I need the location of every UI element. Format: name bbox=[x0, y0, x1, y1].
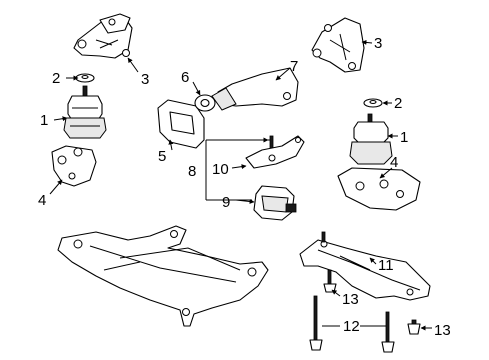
washer-left bbox=[75, 73, 95, 83]
insulator-assembly bbox=[211, 67, 299, 111]
callout-13-right: 13 bbox=[434, 322, 451, 339]
bracket-left-lower bbox=[51, 145, 97, 187]
bolt-12-right bbox=[381, 311, 395, 353]
trans-mount-bracket bbox=[157, 99, 205, 149]
engine-mount-left bbox=[63, 85, 107, 139]
callout-1-left: 1 bbox=[40, 112, 48, 129]
callout-2-left: 2 bbox=[52, 70, 60, 87]
callout-12: 12 bbox=[343, 318, 360, 335]
callouts: 2 3 1 4 6 7 5 3 2 1 4 8 10 9 11 13 12 13 bbox=[38, 35, 451, 339]
callout-4-right: 4 bbox=[390, 154, 398, 171]
callout-11: 11 bbox=[378, 257, 394, 274]
callout-9: 9 bbox=[222, 194, 230, 211]
trans-mount bbox=[253, 185, 297, 221]
callout-3-right: 3 bbox=[374, 35, 382, 52]
crossmember bbox=[299, 231, 431, 301]
callout-10: 10 bbox=[212, 161, 229, 178]
bolt-13-left bbox=[323, 269, 337, 293]
callout-4-left: 4 bbox=[38, 192, 46, 209]
bolt-12-left bbox=[309, 295, 323, 351]
callout-6: 6 bbox=[181, 69, 189, 86]
subframe bbox=[57, 225, 269, 327]
small-bracket bbox=[245, 135, 305, 169]
callout-5: 5 bbox=[158, 148, 166, 165]
bracket-right-lower bbox=[337, 167, 421, 211]
bushing bbox=[194, 94, 216, 112]
bolt-13-right bbox=[407, 319, 421, 335]
washer-right bbox=[363, 98, 383, 108]
callout-8: 8 bbox=[188, 163, 196, 180]
bracket-left-upper bbox=[73, 13, 133, 59]
callout-13-left: 13 bbox=[342, 291, 359, 308]
callout-1-right: 1 bbox=[400, 129, 408, 146]
callout-3-left: 3 bbox=[141, 71, 149, 88]
bracket-right-upper bbox=[311, 17, 365, 73]
leader-lines bbox=[49, 39, 432, 331]
engine-mount-right bbox=[349, 113, 393, 165]
callout-7: 7 bbox=[290, 58, 298, 75]
callout-2-right: 2 bbox=[394, 95, 402, 112]
